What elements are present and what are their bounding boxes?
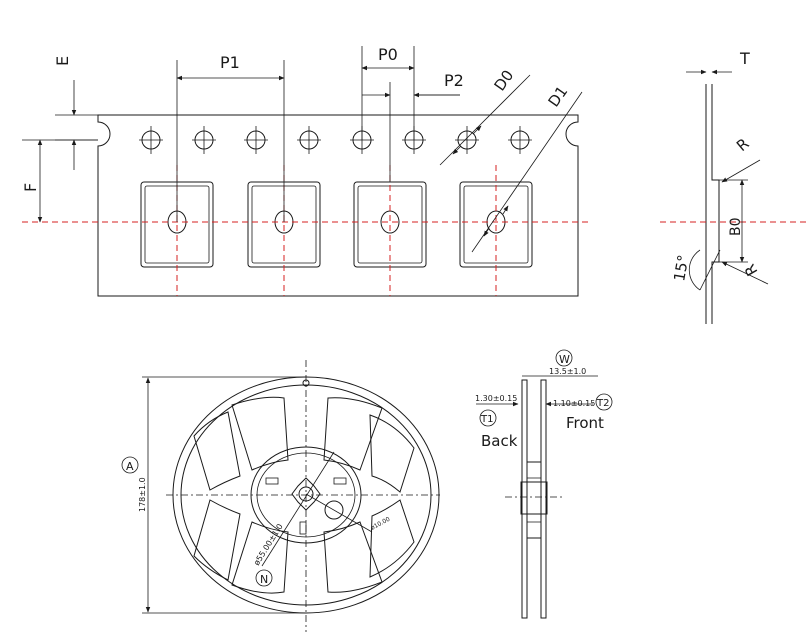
dimension-p1: P1	[176, 53, 285, 222]
label-p2: P2	[444, 71, 464, 90]
tape-cross-section-view: T R R B0 15°	[660, 49, 808, 324]
label-f: F	[21, 183, 40, 192]
label-t: T	[739, 49, 750, 68]
leader-d1: D1	[471, 83, 583, 253]
t1-dimension-value: 1.30±0.15	[475, 394, 517, 403]
label-w: W	[559, 353, 570, 366]
label-t1: T1	[480, 414, 493, 425]
label-n: N	[260, 573, 268, 586]
dimension-f: F	[21, 139, 98, 223]
pockets	[140, 181, 533, 268]
dimension-p0: P0	[361, 45, 415, 140]
label-angle: 15°	[670, 253, 692, 282]
dimension-e: E	[53, 56, 98, 170]
n-dimension-value: ø55.00±1.0	[252, 522, 285, 567]
label-back: Back	[481, 432, 518, 450]
tape-outline	[97, 114, 579, 297]
label-t2: T2	[596, 398, 609, 409]
label-r-top: R	[733, 135, 753, 155]
a-dimension-value: 178±1.0	[138, 477, 147, 512]
label-p1: P1	[220, 53, 240, 72]
label-d1: D1	[545, 83, 572, 111]
t2-dimension-value: 1.10±0.15	[553, 399, 595, 408]
label-p0: P0	[378, 45, 398, 64]
label-d0: D0	[491, 67, 518, 95]
reel-side-view: W 13.5±1.0 1.30±0.15 1.10±0.15 T1 T2 Bac…	[475, 349, 613, 619]
reel-front-view: A 178±1.0 N ø55.0	[121, 360, 440, 632]
hub-dimension-value: ø10.00	[370, 516, 392, 532]
label-r-bottom: R	[741, 261, 762, 279]
label-b0: B0	[728, 217, 744, 236]
carrier-tape-top-view: E F P1 P0 P2	[21, 45, 590, 297]
dimension-p2: P2	[362, 71, 464, 182]
sprocket-holes	[139, 126, 532, 154]
w-dimension-value: 13.5±1.0	[549, 367, 586, 376]
reel-windows	[193, 396, 415, 594]
label-front: Front	[566, 414, 604, 432]
pocket-center-lines	[22, 165, 590, 296]
label-a: A	[126, 460, 134, 473]
label-e: E	[53, 56, 72, 66]
